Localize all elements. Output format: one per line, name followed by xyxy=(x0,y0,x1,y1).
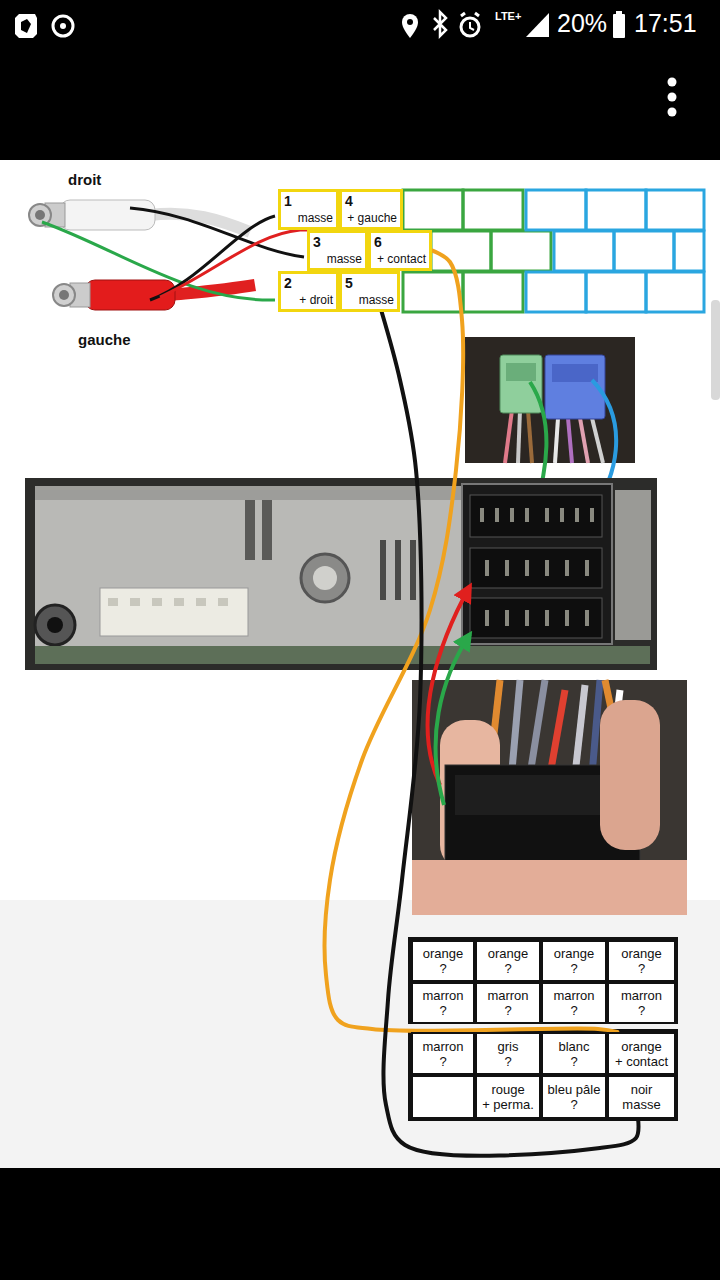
battery-level: 20% xyxy=(557,9,607,38)
pin-cell: 2 + droit xyxy=(278,271,339,312)
wire-color: orange xyxy=(423,946,463,961)
pin-number: 3 xyxy=(313,235,321,249)
wire-color: orange xyxy=(554,946,594,961)
wire-connector xyxy=(325,251,618,1033)
wire-function: ? xyxy=(504,1003,511,1018)
wire-color: marron xyxy=(422,1039,463,1054)
wire-function: ? xyxy=(638,1003,645,1018)
wire-function: ? xyxy=(570,1097,577,1112)
wire-color: bleu pâle xyxy=(548,1082,601,1097)
wire-function: ? xyxy=(439,961,446,976)
pin-function: + gauche xyxy=(347,211,397,225)
wire-function: ? xyxy=(504,1054,511,1069)
wire-function: + contact xyxy=(615,1054,668,1069)
pin-function: + contact xyxy=(377,252,426,266)
wire-function: ? xyxy=(439,1003,446,1018)
pin-function: masse xyxy=(298,211,333,225)
wire-color-cell: marron? xyxy=(411,982,475,1024)
pin-function: masse xyxy=(327,252,362,266)
wire-color: noir xyxy=(631,1082,653,1097)
wire-function: ? xyxy=(570,1003,577,1018)
wire-color-cell: marron? xyxy=(541,982,607,1024)
pin-cell: 6 + contact xyxy=(368,230,432,271)
channel-label: gauche xyxy=(78,331,131,348)
wire-function: ? xyxy=(439,1054,446,1069)
pin-cell: 5 masse xyxy=(339,271,400,312)
wire-color: marron xyxy=(422,988,463,1003)
wire-color-cell: marron? xyxy=(607,982,676,1024)
wire-color: gris xyxy=(498,1039,519,1054)
wire-function: ? xyxy=(638,961,645,976)
wire-color: marron xyxy=(553,988,594,1003)
pin-number: 4 xyxy=(345,194,353,208)
wire-function: ? xyxy=(504,961,511,976)
wire-color-cell: marron? xyxy=(475,982,541,1024)
wire-color-cell: orange? xyxy=(411,940,475,982)
pin-number: 5 xyxy=(345,276,353,290)
pin-cell: 4 + gauche xyxy=(339,189,403,230)
wire-color: marron xyxy=(487,988,528,1003)
network-type: LTE+ xyxy=(495,10,521,22)
wire-function: + perma. xyxy=(482,1097,534,1112)
pin-function: masse xyxy=(359,293,394,307)
pin-number: 1 xyxy=(284,194,292,208)
pin-function: + droit xyxy=(299,293,333,307)
wire-color-cell: gris? xyxy=(475,1032,541,1075)
wire-color: rouge xyxy=(491,1082,524,1097)
wire-function: ? xyxy=(570,961,577,976)
wire-color: orange xyxy=(488,946,528,961)
wire-function: ? xyxy=(570,1054,577,1069)
wire-color-cell: orange? xyxy=(541,940,607,982)
pin-number: 6 xyxy=(374,235,382,249)
wire-color-cell: blanc? xyxy=(541,1032,607,1075)
wire-color-cell: orange? xyxy=(607,940,676,982)
wire-function: masse xyxy=(622,1097,660,1112)
pin-cell: 1 masse xyxy=(278,189,339,230)
wire-color: blanc xyxy=(558,1039,589,1054)
wire-color: marron xyxy=(621,988,662,1003)
wire-color: orange xyxy=(621,1039,661,1054)
wire-color: orange xyxy=(621,946,661,961)
pin-number: 2 xyxy=(284,276,292,290)
wire-connector xyxy=(382,312,639,1156)
clock-time: 17:51 xyxy=(634,9,697,38)
wire-color-cell: marron? xyxy=(411,1032,475,1075)
wire-color-cell: rouge+ perma. xyxy=(475,1075,541,1119)
wire-color-cell: orange+ contact xyxy=(607,1032,676,1075)
wire-color-cell: orange? xyxy=(475,940,541,982)
channel-label: droit xyxy=(68,171,101,188)
wire-color-cell: noirmasse xyxy=(607,1075,676,1119)
pin-cell: 3 masse xyxy=(307,230,368,271)
wire-color-cell: bleu pâle? xyxy=(541,1075,607,1119)
